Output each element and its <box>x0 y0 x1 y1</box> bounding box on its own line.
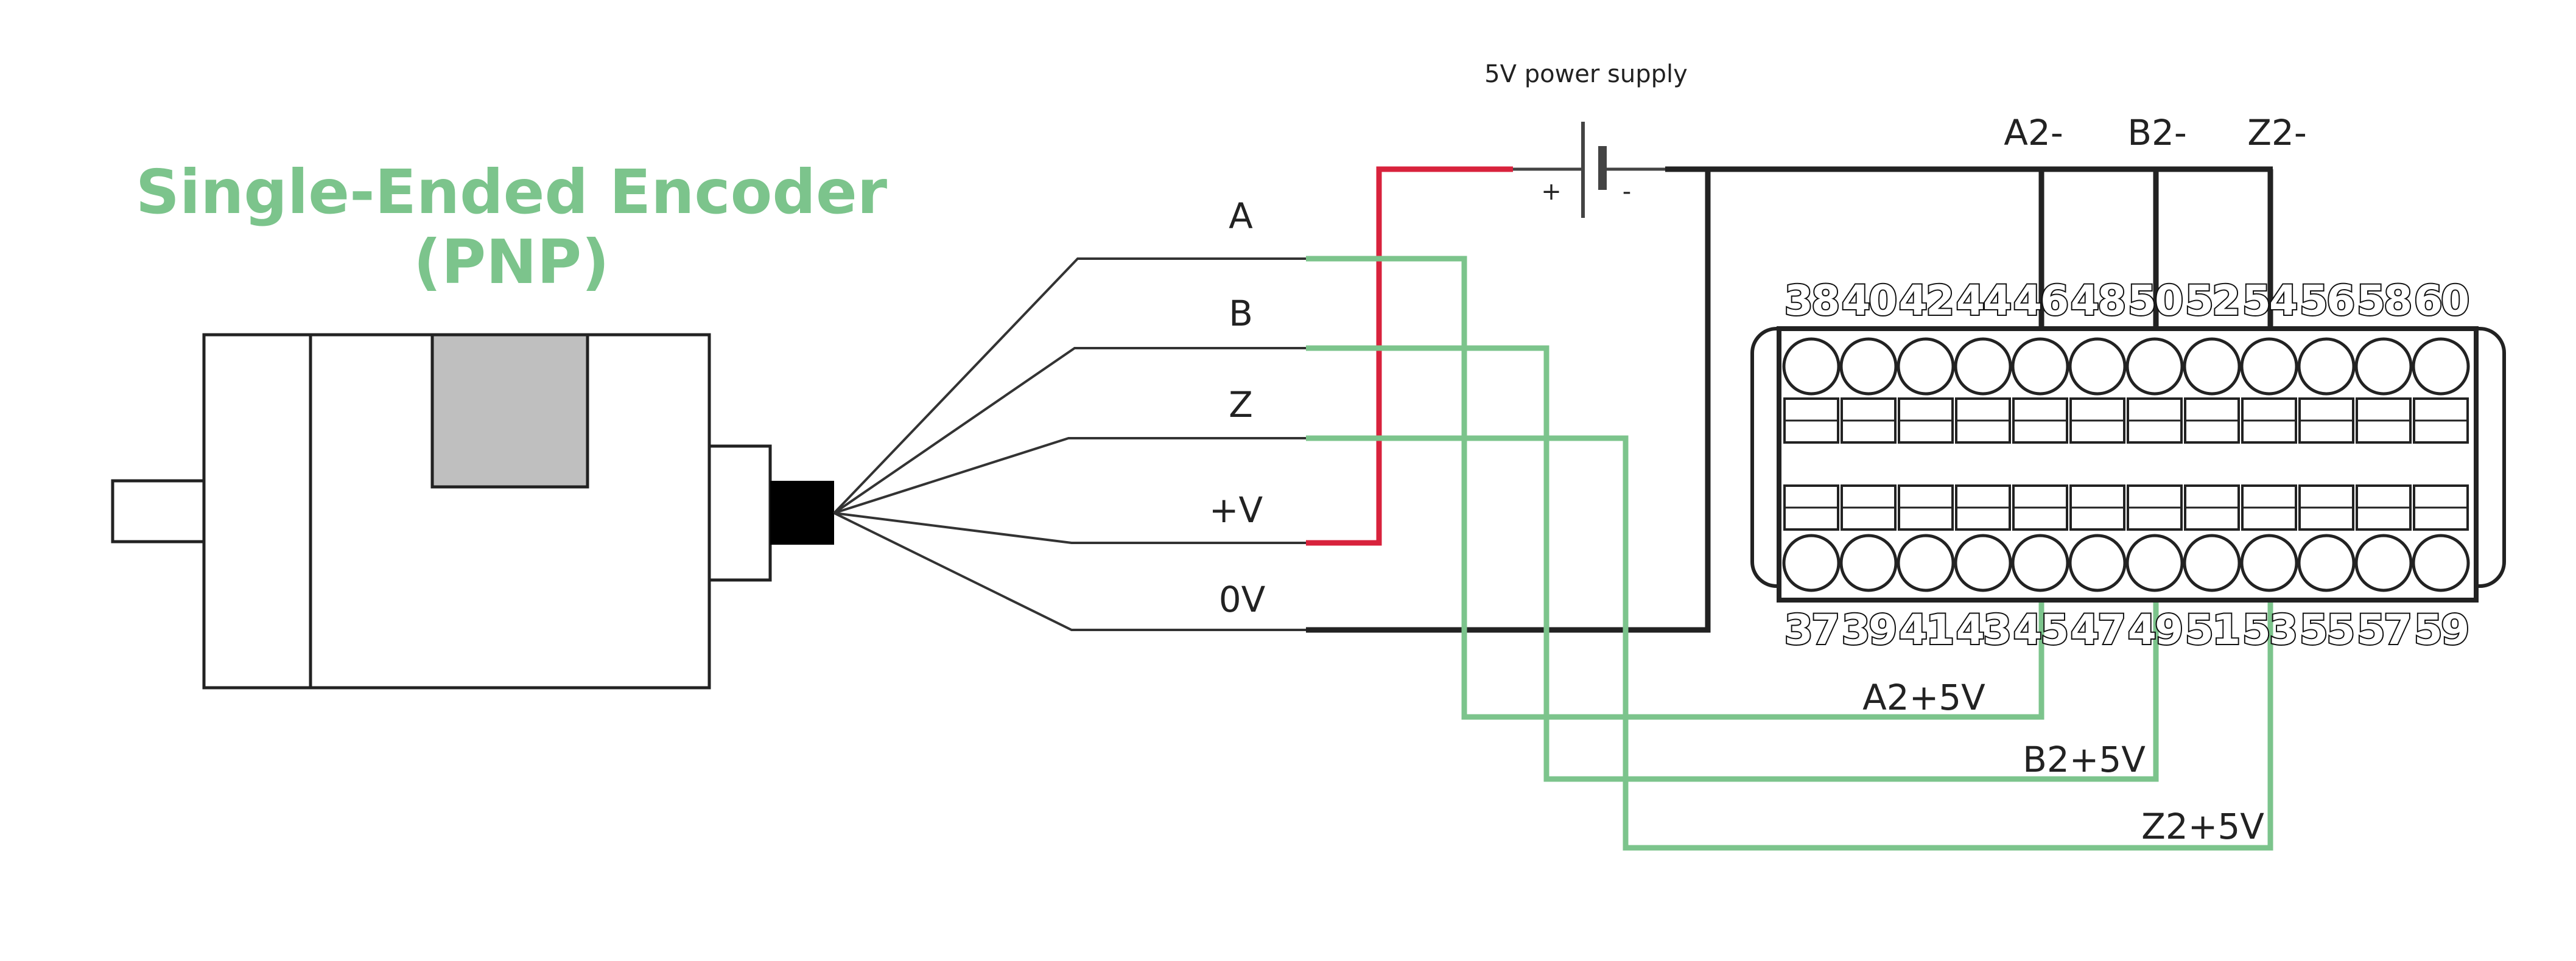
wire-label-b: B <box>1229 293 1253 334</box>
wire-signal-a <box>1306 256 2044 720</box>
terminal-screw-42 <box>1897 337 1955 396</box>
terminal-pin-label-45: 45 <box>2013 606 2068 654</box>
encoder-connector <box>770 481 834 545</box>
wire-label-a: A <box>1229 195 1253 237</box>
cable-wire-b <box>833 347 1306 514</box>
wire-label-0v: 0V <box>1219 579 1266 620</box>
wire-positive-supply <box>1306 166 1513 546</box>
terminal-screw-49 <box>2125 534 2184 592</box>
wire-label-z: Z <box>1229 384 1253 425</box>
battery-minus-sign: - <box>1623 178 1631 206</box>
terminal-pin-label-52: 52 <box>2185 277 2239 325</box>
cable-wire-a <box>833 257 1306 514</box>
terminal-pin-label-42: 42 <box>1899 277 1953 325</box>
terminal-screw-58 <box>2354 337 2413 396</box>
terminal-pin-label-54: 54 <box>2242 277 2297 325</box>
diagram-title-line2: (PNP) <box>413 226 609 298</box>
terminal-screw-48 <box>2068 337 2127 396</box>
terminal-screw-40 <box>1839 337 1898 396</box>
wire-ground-return <box>1306 169 1711 633</box>
terminal-pin-label-56: 56 <box>2300 277 2354 325</box>
terminal-screw-43 <box>1954 534 2012 592</box>
encoder-body <box>111 333 834 690</box>
terminal-screw-57 <box>2354 534 2413 592</box>
battery-plus-sign: + <box>1541 178 1562 206</box>
power-supply-label: 5V power supply <box>1484 60 1688 88</box>
terminal-pin-label-58: 58 <box>2357 277 2411 325</box>
terminal-screw-44 <box>1954 337 2012 396</box>
terminal-screw-51 <box>2183 534 2241 592</box>
terminal-pin-label-50: 50 <box>2128 277 2182 325</box>
terminal-pin-label-46: 46 <box>2013 277 2068 325</box>
wire-label-v: +V <box>1209 489 1263 531</box>
encoder-connector-housing <box>707 444 772 582</box>
terminal-screw-50 <box>2125 337 2184 396</box>
terminal-pin-label-43: 43 <box>1956 606 2010 654</box>
terminal-screw-38 <box>1782 337 1841 396</box>
cable-wire-z <box>834 437 1306 514</box>
terminal-pin-label-53: 53 <box>2242 606 2297 654</box>
terminal-screw-39 <box>1839 534 1898 592</box>
terminal-pin-label-39: 39 <box>1842 606 1896 654</box>
signal-label-a2-minus: A2- <box>2004 112 2063 153</box>
encoder-cable <box>833 257 1306 631</box>
terminal-screw-55 <box>2297 534 2356 592</box>
terminal-screw-46 <box>2011 337 2069 396</box>
terminal-pin-label-55: 55 <box>2300 606 2354 654</box>
diagram-title-line1: Single-Ended Encoder <box>136 156 888 228</box>
terminal-pin-label-47: 47 <box>2071 606 2125 654</box>
terminal-screw-41 <box>1897 534 1955 592</box>
terminal-screw-47 <box>2068 534 2127 592</box>
wire-signal-b <box>1306 345 2159 782</box>
cable-wire-0v <box>834 512 1306 631</box>
terminal-pin-label-41: 41 <box>1899 606 1953 654</box>
encoder-flange <box>202 333 312 690</box>
terminal-pin-label-49: 49 <box>2128 606 2182 654</box>
terminal-screw-53 <box>2240 534 2298 592</box>
signal-label-a2-5v: A2+5V <box>1862 677 1985 718</box>
signal-label-z2-minus: Z2- <box>2247 112 2307 153</box>
cable-wire-v <box>834 512 1306 544</box>
wire-signal-z <box>1306 435 2273 851</box>
terminal-screw-59 <box>2412 534 2470 592</box>
terminal-pin-label-37: 37 <box>1785 606 1839 654</box>
terminal-pin-label-60: 60 <box>2414 277 2468 325</box>
terminal-screw-54 <box>2240 337 2298 396</box>
terminal-pin-label-40: 40 <box>1842 277 1896 325</box>
terminal-screw-52 <box>2183 337 2241 396</box>
signal-label-z2-5v: Z2+5V <box>2141 806 2264 847</box>
terminal-screw-56 <box>2297 337 2356 396</box>
terminal-pin-label-51: 51 <box>2185 606 2239 654</box>
terminal-pin-label-44: 44 <box>1956 277 2010 325</box>
terminal-screw-60 <box>2412 337 2470 396</box>
terminal-pin-label-38: 38 <box>1785 277 1839 325</box>
signal-label-b2-5v: B2+5V <box>2023 739 2146 780</box>
terminal-pin-label-59: 59 <box>2414 606 2468 654</box>
terminal-screw-45 <box>2011 534 2069 592</box>
terminal-pin-label-57: 57 <box>2357 606 2411 654</box>
battery-symbol <box>1513 122 1665 218</box>
encoder-label-plate <box>430 333 589 489</box>
terminal-pin-label-48: 48 <box>2071 277 2125 325</box>
terminal-screw-37 <box>1782 534 1841 592</box>
encoder-shaft <box>111 479 206 543</box>
signal-label-b2-minus: B2- <box>2127 112 2187 153</box>
